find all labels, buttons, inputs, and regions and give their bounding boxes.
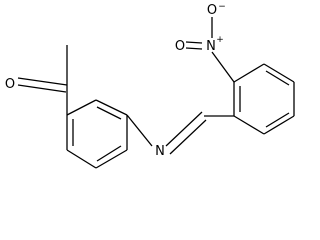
acetyl-group [17,45,68,115]
left-benzene-ring [66,99,128,169]
imine-linkage [126,111,234,155]
left-ring-bond [66,149,97,169]
right-ring-bond [263,115,295,135]
right-ring-bond [263,63,295,83]
imine-nitrogen-label: N [155,144,165,159]
chemical-structure-diagram: O N N + O − O [5,2,295,169]
ring-nitro-bond [211,51,235,83]
imine-double-bond-a [165,111,203,147]
nitro-upper-oxygen-label: O [207,3,217,18]
right-benzene-ring [233,63,295,135]
nitro-nitrogen-label: N [206,39,216,54]
carbonyl-oxygen-label: O [5,77,15,92]
nitro-left-oxygen-double-bond-b [185,47,203,50]
nitro-upper-oxygen-charge: − [218,2,226,12]
left-ring-bond [95,99,128,116]
right-ring-inner-double-bond [265,70,290,86]
imine-double-bond-b [169,119,207,155]
right-ring-bond [233,115,265,135]
left-ring-bond [95,149,128,169]
left-ring-inner-double-bond [96,145,122,162]
right-ring-inner-double-bond [265,112,290,128]
carbonyl-double-bond-b [17,84,67,93]
nitro-left-oxygen-double-bond-a [185,41,203,44]
right-ring-bond [233,63,265,83]
carbonyl-double-bond-a [17,77,68,86]
nitro-nitrogen-charge: + [216,35,224,45]
left-ring-inner-double-bond [96,106,122,120]
ring-nitrogen-bond [126,114,153,147]
nitro-left-oxygen-label: O [175,39,185,54]
nitro-group [185,17,235,83]
left-ring-bond [66,99,97,116]
